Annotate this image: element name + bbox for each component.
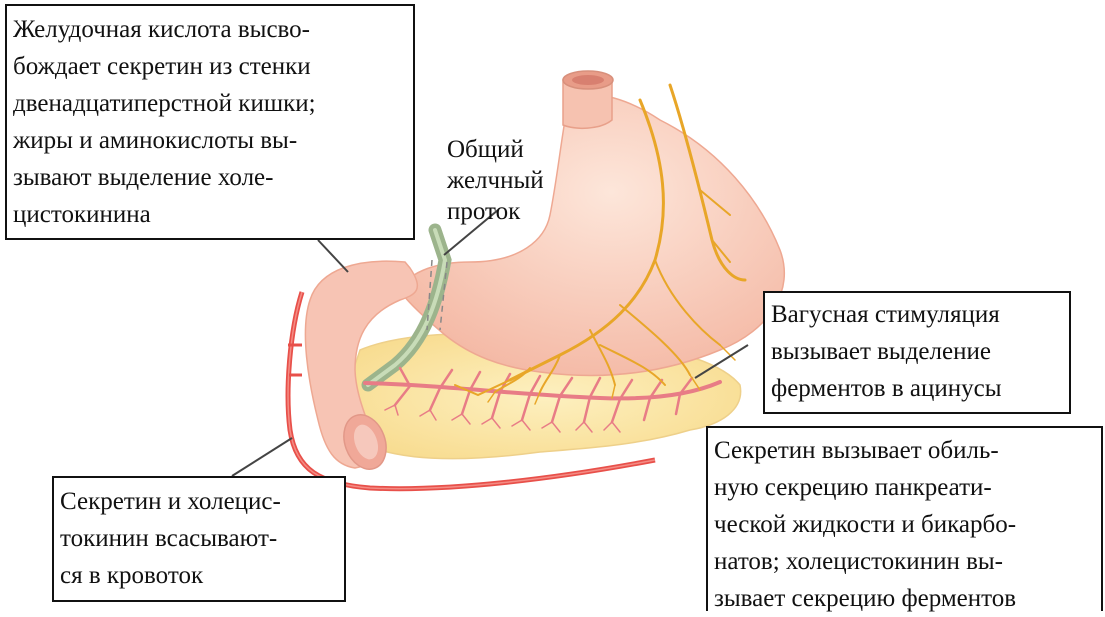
label-line: токинин всасывают- [60,520,338,557]
label-line: Секретин и холецис- [60,483,338,520]
label-line: цистокинина [13,196,407,233]
label-line: Секретин вызывает обиль- [714,432,1095,469]
secretin-effect-label: Секретин вызывает обиль- ную секрецию па… [706,426,1103,611]
label-line: бождает секретин из стенки [13,48,407,85]
label-line: проток [447,196,544,227]
label-line: Общий [447,134,544,165]
gastric-acid-label: Желудочная кислота высво- бождает секрет… [5,4,415,240]
label-line: натов; холецистокинин вы- [714,543,1095,580]
vagal-stimulation-label: Вагусная стимуляция вызывает выделение ф… [763,291,1071,414]
label-line: жиры и аминокислоты вы- [13,122,407,159]
absorption-label: Секретин и холецис- токинин всасывают- с… [52,476,346,602]
common-bile-duct-label: Общий желчный проток [447,134,544,227]
label-line: двенадцатиперстной кишки; [13,85,407,122]
label-line: зывают выделение холе- [13,159,407,196]
label-line: зывает секрецию ферментов [714,580,1095,617]
label-line: ся в кровоток [60,557,338,594]
label-line: Вагусная стимуляция [771,296,1063,333]
label-line: ферментов в ацинусы [771,370,1063,407]
label-line: вызывает выделение [771,333,1063,370]
label-line: Желудочная кислота высво- [13,11,407,48]
label-line: ную секрецию панкреати- [714,469,1095,506]
label-line: желчный [447,165,544,196]
label-line: ческой жидкости и бикарбо- [714,506,1095,543]
